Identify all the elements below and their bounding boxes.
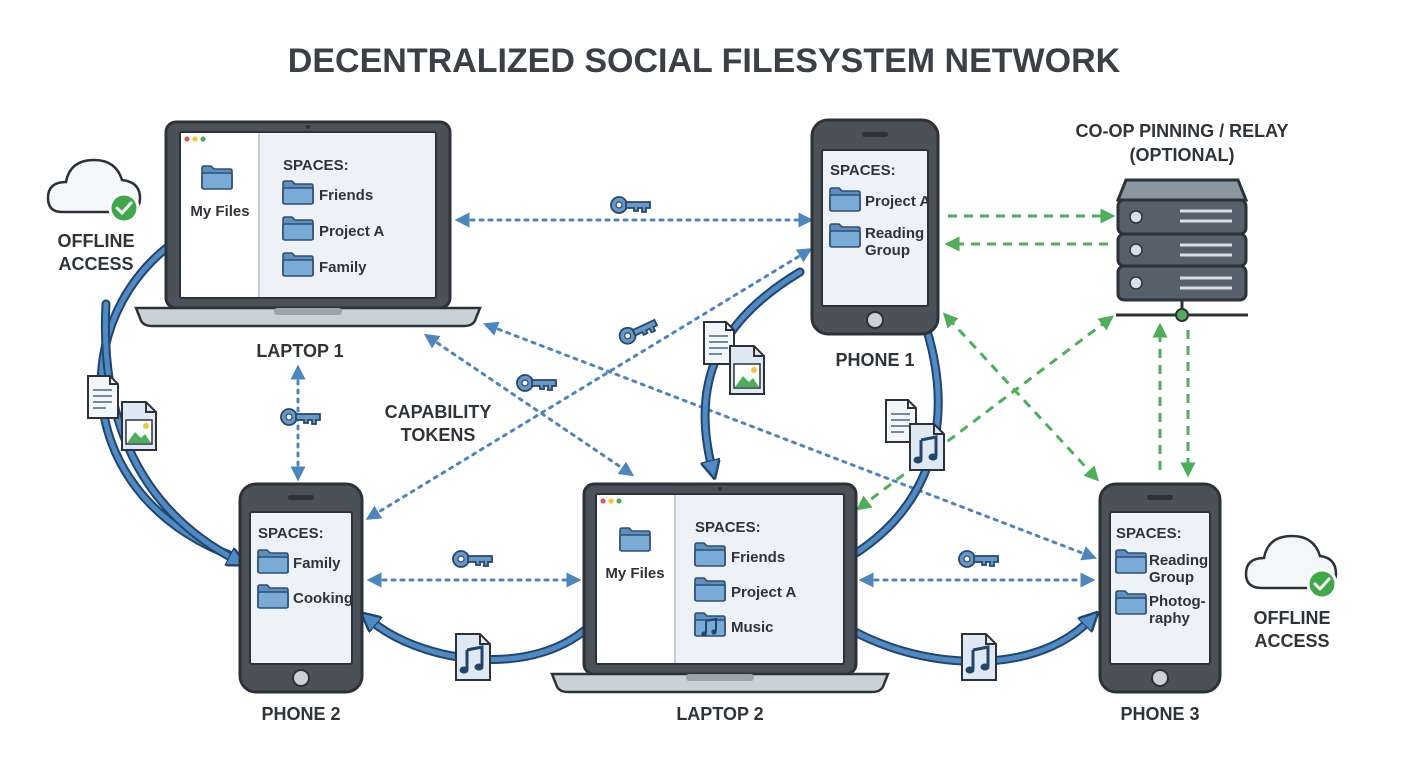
folder-icon [282,180,314,205]
my-files-label: My Files [605,565,664,582]
music-file-icon [960,632,998,682]
space-item: Group [1149,569,1194,586]
offline-access-right: OFFLINE ACCESS [1244,534,1338,651]
cloud-check-icon [46,158,142,224]
key-icon [958,550,999,568]
key-icon [452,550,493,568]
relay-server: CO-OP PINNING / RELAY (OPTIONAL) [1075,121,1289,322]
link-relay-laptop2 [856,315,1114,511]
page-title: DECENTRALIZED SOCIAL FILESYSTEM NETWORK [288,42,1121,80]
space-item: Reading [865,225,924,242]
offline-label: OFFLINE [1254,608,1331,628]
capability-label: TOKENS [401,425,476,445]
folder-icon [829,223,861,248]
device-label: LAPTOP 1 [256,341,343,361]
relay-links [856,208,1196,511]
music-file-icon [908,422,946,472]
device-label: PHONE 1 [835,350,914,370]
folder-icon [694,577,726,602]
folder-icon [829,187,861,212]
key-icon [610,196,651,214]
space-item: Group [865,242,910,259]
device-label: PHONE 2 [261,704,340,724]
key-icon [280,408,321,426]
relay-label: (OPTIONAL) [1130,145,1235,165]
link-phone1-phone2 [365,248,813,520]
image-file-icon [121,401,157,451]
folder-icon [282,216,314,241]
space-item: Project A [731,584,796,601]
space-item: Project A [319,223,384,240]
space-item: Reading [1149,552,1208,569]
folder-icon [619,527,651,552]
server-rack-icon [1115,178,1249,322]
space-item: Cooking [293,590,353,607]
device-label: LAPTOP 2 [676,704,763,724]
phone-3: SPACES: Reading Group Photog- raphy PHON… [1098,482,1222,724]
document-icon [87,375,119,419]
cloud-check-icon [1244,534,1338,600]
offline-label: ACCESS [58,254,133,274]
folder-icon [257,584,289,609]
key-icon [516,374,557,392]
spaces-header: SPACES: [695,519,761,536]
space-item: Friends [319,187,373,204]
space-item: Photog- [1149,593,1206,610]
folder-icon [1115,590,1147,615]
space-item: Friends [731,549,785,566]
link-phone1-phone3 [942,312,1100,482]
capability-tokens: CAPABILITY TOKENS [385,402,492,445]
folder-icon [1115,549,1147,574]
sync-laptop2-phone3 [821,607,1090,666]
folder-icon [201,165,233,190]
relay-label: CO-OP PINNING / RELAY [1075,121,1288,141]
p2p-links [290,212,1098,588]
sync-laptop1-phone2 [100,299,236,560]
offline-label: ACCESS [1254,631,1329,651]
my-files-label: My Files [190,203,249,220]
music-file-icon [454,632,492,682]
offline-access-left: OFFLINE ACCESS [46,158,142,274]
spaces-header: SPACES: [1116,525,1182,542]
folder-icon [694,542,726,567]
folder-icon [282,252,314,277]
laptop-1: My Files SPACES: Friends Project A Famil… [134,120,482,361]
key-icon [616,314,660,348]
spaces-header: SPACES: [830,162,896,179]
music-folder-icon [694,612,726,637]
laptop-2: My Files SPACES: Friends Project A Music… [550,482,890,724]
capability-label: CAPABILITY [385,402,492,422]
spaces-header: SPACES: [283,157,349,174]
device-label: PHONE 3 [1120,704,1199,724]
space-item: Project A [865,193,930,210]
phone-2: SPACES: Family Cooking PHONE 2 [238,482,364,724]
phone-1: SPACES: Project A Reading Group PHONE 1 [810,118,940,370]
offline-label: OFFLINE [58,231,135,251]
space-item: Music [731,619,774,636]
space-item: Family [293,555,341,572]
folder-icon [257,549,289,574]
spaces-header: SPACES: [258,525,324,542]
image-file-icon [729,345,765,395]
space-item: Family [319,259,367,276]
space-item: raphy [1149,610,1191,627]
